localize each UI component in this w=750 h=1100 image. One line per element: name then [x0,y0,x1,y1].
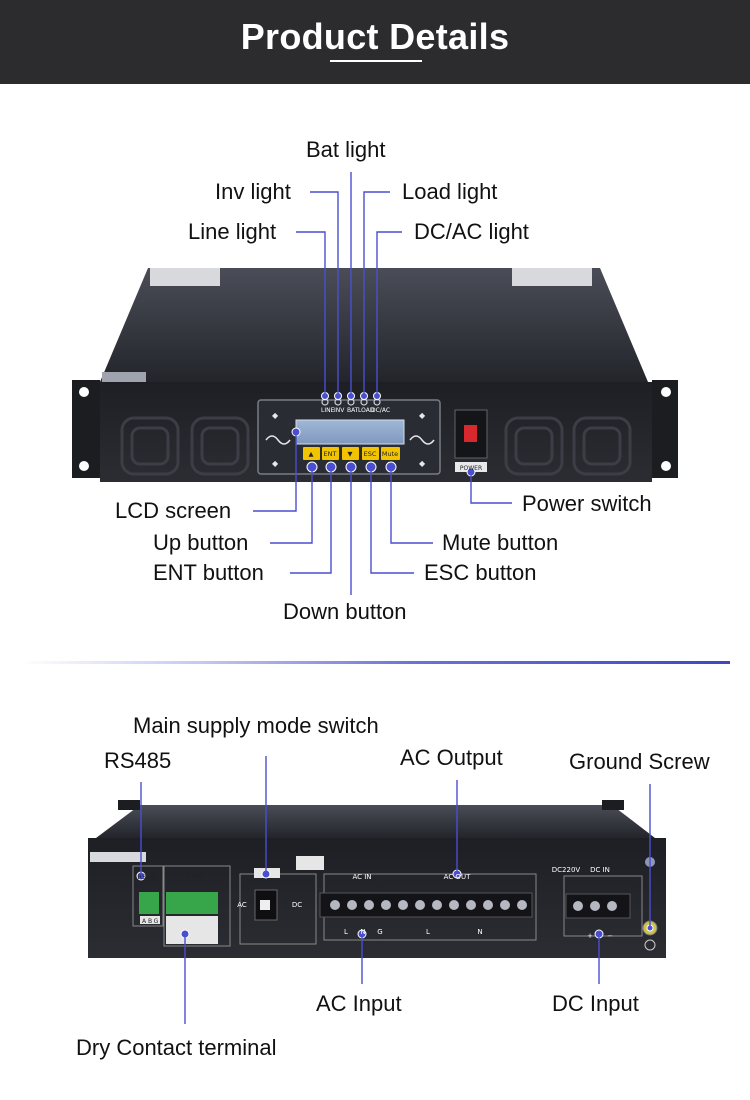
label-main-supply-mode-switch: Main supply mode switch [133,713,379,738]
leader-power [470,472,512,504]
leader-load [363,191,390,396]
section-divider [20,661,730,664]
header-banner: Product Details [0,0,750,84]
label-rs485: RS485 [104,748,172,773]
label-dcac-light: DC/AC light [414,219,529,244]
dry-tag: 干接点 [185,871,205,880]
rs485-connector [139,892,159,914]
leader-ent [290,467,332,574]
leader-up [270,467,313,544]
dry-contact-connector [166,892,218,914]
ab-mark-g: G [154,918,159,925]
leader-lcd [253,432,297,512]
label-ground-screw: Ground Screw [569,749,710,774]
chassis-top [100,268,648,382]
dc220v-tag: DC220V [552,866,581,874]
leader-inv [310,191,339,396]
label-ac-input: AC Input [316,991,402,1016]
rack-ear-left [72,380,100,478]
terminal-mark-l2: L [426,928,430,936]
rack-ear-right [652,380,678,478]
label-inv-light: Inv light [215,179,291,204]
led-caption-inv: INV [334,407,345,414]
power-caption: POWER [460,465,482,472]
dc-in-tag: DC IN [590,866,610,874]
polarity-plus: + [587,932,593,940]
keypad [303,447,400,460]
led-caption-bat: BAT [347,407,359,414]
ac-out-tag: AC OUT [444,873,471,881]
svg-text:◆: ◆ [419,459,426,468]
title-underline [330,60,422,62]
label-line-light: Line light [188,219,277,244]
svg-text:◆: ◆ [419,411,426,420]
leader-mute [390,467,433,544]
page-title: Product Details [240,16,510,57]
key-caption-down: ▼ [348,450,353,458]
leader-dcac [376,231,402,396]
svg-text:◆: ◆ [272,459,279,468]
key-caption-esc: ESC [364,450,377,458]
terminal-mark-n2: N [477,928,482,936]
leader-esc [370,467,414,574]
ab-mark-a: A [142,918,147,925]
key-caption-ent: ENT [324,450,337,458]
ab-mark-b: B [148,918,152,925]
rack-ear-rear-right [602,800,624,810]
label-lcd-screen: LCD screen [115,498,232,523]
polarity-minus: − [607,932,613,940]
led-caption-load: LOAD [358,407,375,414]
label-down-button: Down button [283,599,407,624]
terminal-mark-g: G [377,928,382,936]
key-caption-up: ▲ [309,450,314,458]
label-bat-light: Bat light [306,137,386,162]
terminal-mark-l1: L [344,928,348,936]
label-ac-output: AC Output [400,745,503,770]
led-caption-dcac: DC/AC [371,407,390,414]
ac-in-tag: AC IN [352,873,371,881]
dc-switch-tag: DC [292,901,302,909]
label-ent-button: ENT button [153,560,264,585]
label-up-button: Up button [153,530,249,555]
key-caption-mute: Mute [382,450,398,458]
label-esc-button: ESC button [424,560,537,585]
label-mute-button: Mute button [442,530,559,555]
leader-line [296,231,326,396]
rs485-tag: RS485 [137,873,158,881]
terminal-mark-n1: N [360,928,365,936]
label-dc-input: DC Input [552,991,639,1016]
svg-text:◆: ◆ [272,411,279,420]
lcd-display [295,419,405,445]
ac-switch-tag: AC [237,901,247,909]
rear-chassis-top [96,805,655,838]
rack-ear-rear-left [118,800,140,810]
power-switch-rocker [464,425,477,442]
label-dry-contact-terminal: Dry Contact terminal [76,1035,277,1060]
label-load-light: Load light [402,179,498,204]
led-caption-line: LINE [321,407,335,414]
label-power-switch: Power switch [522,491,652,516]
